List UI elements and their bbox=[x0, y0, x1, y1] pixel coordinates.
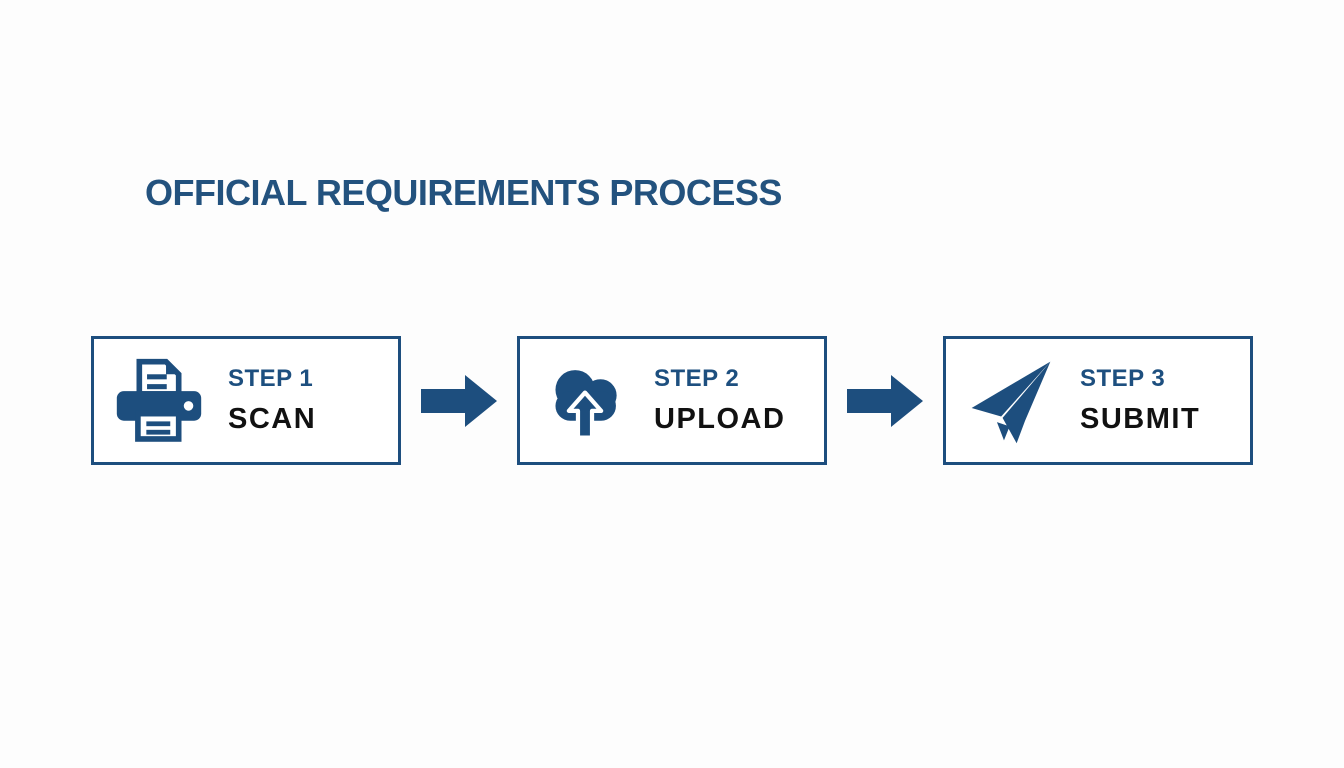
page-title: OFFICIAL REQUIREMENTS PROCESS bbox=[145, 172, 782, 213]
step-box-scan: STEP 1 SCAN bbox=[91, 336, 401, 465]
printer-icon bbox=[114, 355, 204, 447]
step-label: STEP 1 bbox=[228, 364, 314, 392]
arrow-right-icon bbox=[421, 373, 497, 429]
step-label: STEP 2 bbox=[654, 364, 740, 392]
step-label: STEP 3 bbox=[1080, 364, 1166, 392]
step-text: STEP 2 UPLOAD bbox=[654, 365, 785, 437]
step-box-submit: STEP 3 SUBMIT bbox=[943, 336, 1253, 465]
step-text: STEP 1 SCAN bbox=[228, 365, 316, 437]
paper-plane-icon bbox=[966, 355, 1056, 447]
step-action: SCAN bbox=[228, 402, 317, 435]
process-flow: STEP 1 SCAN STEP 2 UPLOAD bbox=[0, 336, 1344, 465]
step-box-upload: STEP 2 UPLOAD bbox=[517, 336, 827, 465]
cloud-upload-icon bbox=[540, 355, 630, 447]
step-text: STEP 3 SUBMIT bbox=[1080, 365, 1200, 437]
step-action: UPLOAD bbox=[654, 402, 786, 435]
step-action: SUBMIT bbox=[1080, 402, 1201, 435]
arrow-right-icon bbox=[847, 373, 923, 429]
